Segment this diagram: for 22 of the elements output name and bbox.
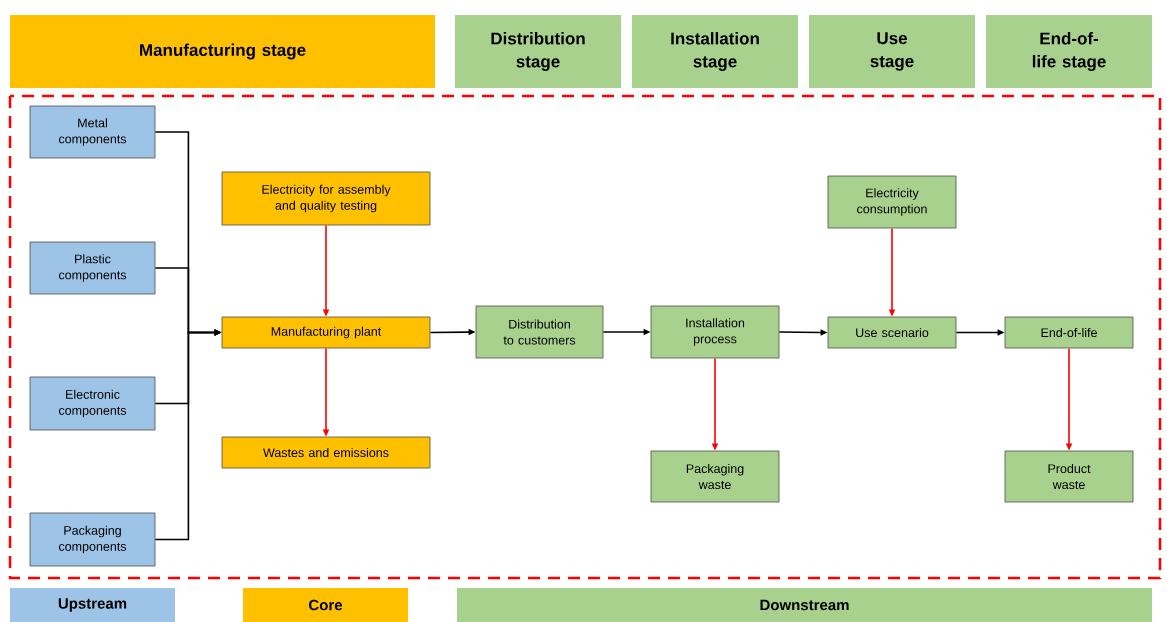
process-box: Electricity consumption	[827, 175, 957, 229]
stage-header: End-of-life stage	[986, 15, 1152, 88]
process-box: Plastic components	[29, 241, 156, 295]
process-box: End-of-life	[1004, 316, 1134, 349]
process-box: Product waste	[1004, 450, 1134, 503]
process-box: Electronic components	[29, 376, 156, 431]
process-box: Electricity for assembly and quality testing	[221, 171, 431, 226]
process-box: Manufacturing plant	[221, 316, 431, 349]
process-box: Wastes and emissions	[221, 436, 431, 469]
stage-header: Manufacturing stage	[10, 15, 435, 88]
stage-header: Distribution stage	[455, 15, 621, 88]
scope-band: Core	[243, 588, 408, 622]
process-box: Packaging waste	[650, 450, 780, 503]
process-box: Use scenario	[827, 316, 957, 349]
process-box: Packaging components	[29, 512, 156, 567]
process-box: Metal components	[29, 105, 156, 159]
scope-band: Upstream	[10, 588, 175, 622]
stage-header: Installation stage	[632, 15, 798, 88]
process-box: Distribution to customers	[475, 305, 604, 359]
stage-header: Use stage	[809, 15, 975, 88]
scope-band: Downstream	[457, 588, 1152, 622]
process-box: Installation process	[650, 305, 780, 359]
